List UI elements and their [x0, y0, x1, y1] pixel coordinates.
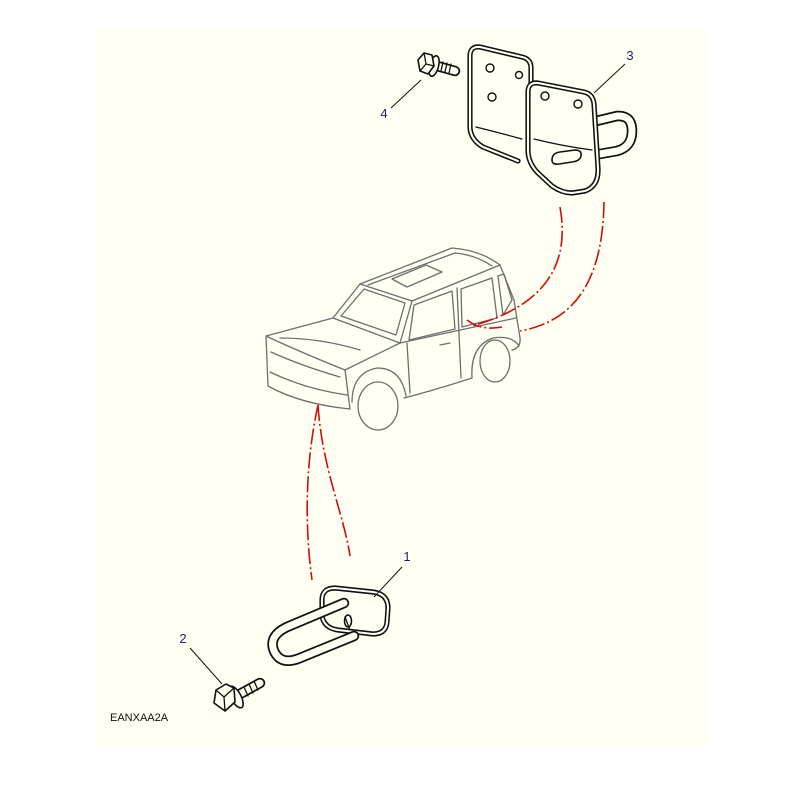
- vehicle-quarter-window: [497, 273, 513, 316]
- vehicle-front-wheel: [357, 381, 399, 431]
- vehicle-front-wheel-arch: [351, 367, 407, 403]
- vehicle-rocker: [403, 377, 473, 399]
- vehicle: [265, 247, 521, 431]
- callout-2-leader: [189, 647, 223, 685]
- bracket-front-plate: [525, 80, 601, 196]
- bracket-front-hole-left: [540, 91, 550, 101]
- vehicle-windshield-frame: [332, 283, 413, 344]
- towing-eye-loop-body: [269, 599, 358, 665]
- towing-eye-pin-shaft: [344, 616, 351, 631]
- callout-3-number: 3: [626, 48, 633, 63]
- part-4-bolt: [417, 52, 461, 78]
- bolt-2-threads: [243, 680, 259, 697]
- towing-eye-pin: [343, 614, 353, 628]
- bracket-d-ring-body: [588, 112, 636, 159]
- towing-eye-base-plate-edge: [320, 586, 390, 636]
- vehicle-sunroof: [391, 264, 443, 288]
- vehicle-door-line: [456, 287, 462, 379]
- callout-2-number: 2: [179, 631, 186, 646]
- callout-4-leader: [390, 79, 422, 109]
- route-rear-line-2: [519, 201, 605, 332]
- vehicle-front-face: [265, 335, 351, 410]
- vehicle-rear-wheel: [479, 339, 511, 383]
- installation-routes: [306, 201, 605, 581]
- bolt-2-head-facet: [215, 687, 235, 712]
- part-1-front-towing-eye: [267, 585, 391, 667]
- vehicle-hood-crease: [279, 337, 361, 351]
- part-2-bolt: [213, 677, 266, 712]
- route-rear-hook: [466, 319, 503, 329]
- vehicle-windshield-glass: [340, 288, 406, 336]
- vehicle-roof-rail: [367, 252, 493, 286]
- bolt-2-shank-body: [236, 679, 264, 698]
- vehicle-hood: [265, 317, 401, 371]
- callout-1-number: 1: [403, 549, 410, 564]
- vehicle-headlamp-line: [270, 351, 341, 378]
- vehicle-front-door-edge: [406, 342, 411, 394]
- bracket-back-plate-edge: [468, 45, 533, 163]
- vehicle-beltline: [399, 317, 517, 344]
- vehicle-rear-wheel-arch: [471, 336, 520, 379]
- diagram-panel: [96, 28, 706, 746]
- bracket-front-hole-right: [573, 99, 583, 109]
- bracket-back-hole-upper: [485, 63, 495, 73]
- route-front-line-1: [306, 404, 319, 581]
- bracket-back-hole-side: [514, 70, 524, 80]
- callout-1-leader: [373, 566, 403, 598]
- route-front-line-2: [317, 404, 351, 557]
- bracket-front-plate-bend: [533, 138, 593, 151]
- bracket-front-slot: [551, 149, 582, 165]
- bolt-4-head-facet: [419, 52, 435, 72]
- bracket-back-plate-bend: [475, 126, 523, 140]
- bolt-4-threads: [440, 61, 452, 74]
- vehicle-door-handle: [439, 342, 451, 346]
- callouts: 1 2 3 4: [179, 48, 634, 685]
- vehicle-front-door-window: [408, 290, 456, 341]
- part-3-rear-towing-bracket: [467, 44, 638, 196]
- bracket-front-plate-edge: [526, 81, 600, 195]
- figure-code: EANXAA2A: [110, 712, 169, 724]
- vehicle-rear-pillar: [499, 264, 521, 351]
- bracket-back-hole-lower: [487, 92, 497, 102]
- vehicle-bumper-line: [269, 371, 348, 396]
- callout-3-leader: [593, 63, 626, 94]
- callout-4-number: 4: [380, 106, 387, 121]
